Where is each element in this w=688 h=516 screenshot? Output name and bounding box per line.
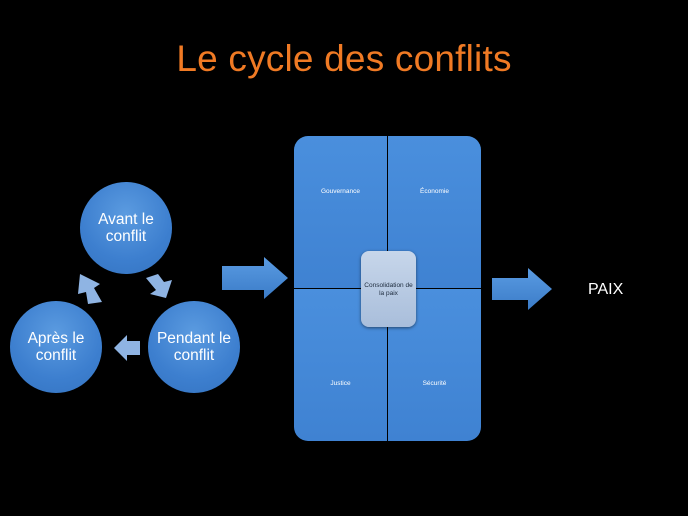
matrix-center-label: Consolidation de la paix <box>364 282 413 297</box>
cycle-arrow-after-to-before-icon <box>78 274 102 304</box>
matrix-quadrant-governance: Gouvernance <box>294 136 387 288</box>
cycle-node-after: Après le conflit <box>10 301 102 393</box>
arrow-right-icon <box>492 268 552 310</box>
matrix-center-box: Consolidation de la paix <box>361 251 416 327</box>
matrix-quadrant-governance-label: Gouvernance <box>320 188 361 195</box>
matrix-quadrant-justice-label: Justice <box>330 380 351 387</box>
arrow-right-icon <box>222 257 288 299</box>
matrix-quadrant-security-label: Sécurité <box>422 380 447 387</box>
cycle-node-before-label: Avant le conflit <box>98 211 154 245</box>
cycle-node-before: Avant le conflit <box>80 182 172 274</box>
page-title: Le cycle des conflits <box>176 38 512 79</box>
cycle-node-during-label: Pendant le conflit <box>156 330 232 364</box>
cycle-arrow-during-to-after-icon <box>114 335 140 361</box>
cycle-node-after-label: Après le conflit <box>27 330 85 364</box>
matrix-quadrant-economy-label: Économie <box>420 188 449 195</box>
cycle-arrow-before-to-during-icon <box>146 274 172 298</box>
result-label: PAIX <box>588 281 624 298</box>
cycle-node-during: Pendant le conflit <box>148 301 240 393</box>
